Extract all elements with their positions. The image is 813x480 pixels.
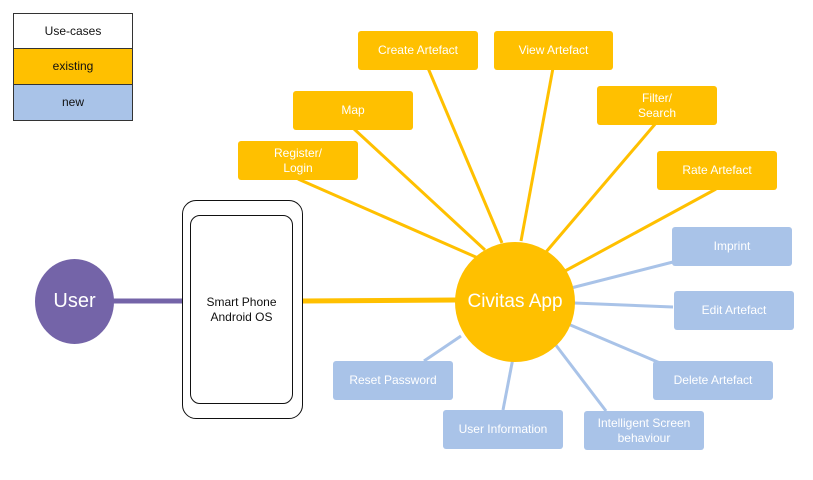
user-label: User [53, 290, 96, 312]
usecase-view-artefact: View Artefact [494, 31, 613, 70]
legend: Use-cases existing new [13, 13, 133, 121]
smartphone: Smart Phone Android OS [182, 200, 303, 419]
usecase-register-login: Register/ Login [238, 141, 358, 180]
legend-title: Use-cases [14, 14, 132, 50]
legend-existing: existing [14, 49, 132, 85]
line-delete [567, 322, 661, 365]
usecase-filter-search: Filter/ Search [597, 86, 717, 125]
usecase-delete-artefact: Delete Artefact [653, 361, 773, 400]
smartphone-label: Smart Phone Android OS [190, 215, 293, 404]
usecase-intelligent-screen: Intelligent Screen behaviour [584, 411, 704, 450]
line-userinfo [501, 357, 515, 411]
line-intelligent [553, 343, 608, 412]
user-actor: User [35, 259, 114, 344]
line-imprint [570, 260, 674, 290]
usecase-user-information: User Information [443, 410, 563, 449]
line-map [351, 126, 487, 252]
usecase-reset-password: Reset Password [333, 361, 453, 400]
usecase-imprint: Imprint [672, 227, 792, 266]
civitas-app-node: Civitas App [455, 242, 575, 362]
line-filter [544, 122, 658, 253]
usecase-edit-artefact: Edit Artefact [674, 291, 794, 330]
phone-app-line [302, 297, 457, 304]
usecase-map: Map [293, 91, 413, 130]
app-label: Civitas App [467, 291, 563, 312]
line-register [297, 177, 479, 260]
line-rate [564, 187, 717, 273]
usecase-create-artefact: Create Artefact [358, 31, 478, 70]
legend-new: new [14, 84, 132, 120]
line-create [426, 67, 504, 244]
line-view [519, 67, 555, 242]
line-edit [573, 301, 674, 309]
line-reset [423, 334, 462, 363]
usecase-rate-artefact: Rate Artefact [657, 151, 777, 190]
